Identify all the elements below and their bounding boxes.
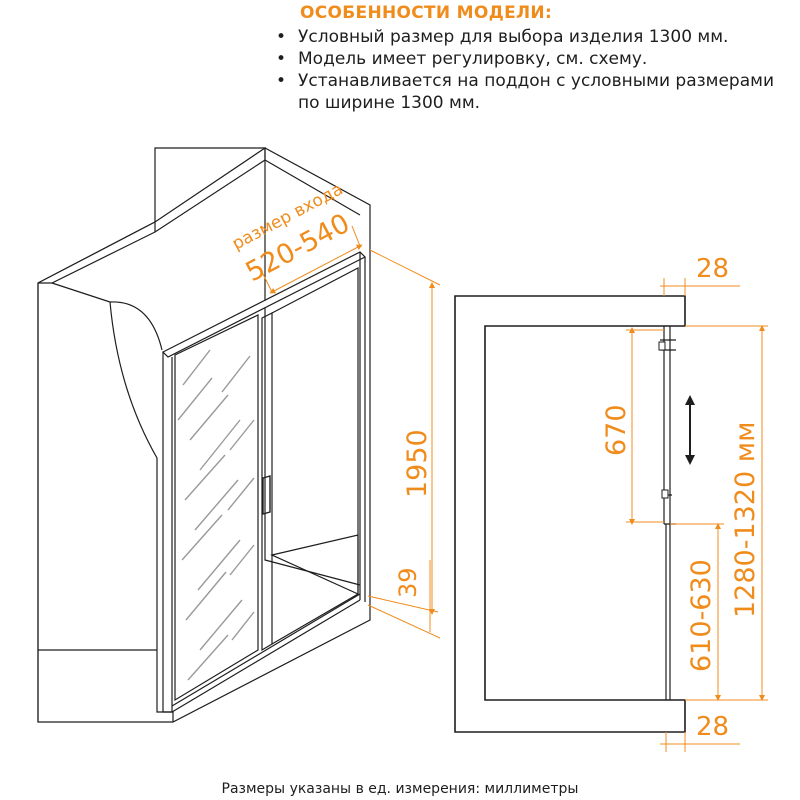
lower-610-630-label: 610-630: [686, 559, 717, 672]
features-list: Условный размер для выбора изделия 1300 …: [274, 26, 794, 114]
height-1950-label: 1950: [402, 429, 433, 498]
adjust-670-label: 670: [601, 404, 632, 456]
curved-wall-inner: [109, 301, 163, 351]
door-frame-bottom: [171, 593, 361, 713]
top-gap-28-label: 28: [696, 254, 729, 284]
back-wall: [154, 148, 361, 232]
feature-item: Устанавливается на поддон с условными ра…: [274, 70, 794, 114]
iso-dimensions: [261, 225, 441, 639]
features-title: ОСОБЕННОСТИ МОДЕЛИ:: [300, 3, 553, 23]
units-footnote: Размеры указаны в ед. измерения: миллиме…: [221, 781, 579, 797]
door-frame-right: [359, 252, 366, 602]
feature-item: Условный размер для выбора изделия 1300 …: [274, 26, 794, 48]
door-frame-left: [162, 352, 173, 713]
model-features: ОСОБЕННОСТИ МОДЕЛИ: Условный размер для …: [274, 2, 794, 114]
feature-item: Модель имеет регулировку, см. схему.: [274, 48, 794, 70]
glass-panel-fixed: [174, 314, 259, 702]
curved-wall: [51, 282, 174, 722]
section-labels: 28 670 610-630 1280-1320 мм 28: [601, 254, 761, 742]
section-dimensions: [626, 278, 768, 752]
total-1280-1320-label: 1280-1320 мм: [730, 422, 761, 619]
door-handle: [262, 475, 271, 515]
base-39-label: 39: [394, 567, 422, 598]
shower-tray: [270, 534, 359, 595]
glass-pattern: [177, 349, 255, 681]
section-outer: [454, 295, 686, 733]
bottom-gap-28-label: 28: [696, 712, 729, 742]
door-profile-lower: [665, 524, 671, 700]
section-view: [454, 295, 686, 733]
